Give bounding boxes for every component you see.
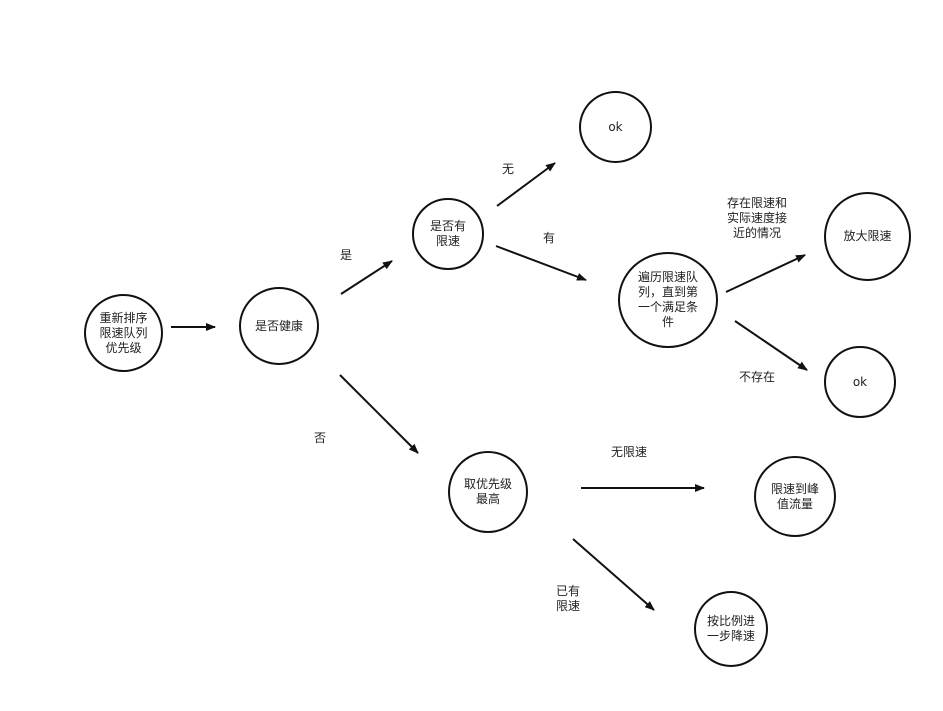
- node-limit-to-peak-text: 限速到峰 值流量: [770, 481, 819, 511]
- arrow-traverse-to-ok: [734, 320, 808, 371]
- edge-label-exists-close: 存在限速和 实际速度接 近的情况: [727, 196, 788, 240]
- arrow-has-limit-to-ok: [496, 162, 556, 207]
- node-ok-top-text: ok: [608, 119, 623, 134]
- arrow-traverse-to-enlarge: [725, 254, 806, 293]
- node-ok-bottom-text: ok: [852, 374, 868, 389]
- edge-label-not-exists: 不存在: [739, 370, 776, 384]
- node-is-healthy: 是否健康: [239, 287, 319, 365]
- edge-label-none: 无: [502, 162, 515, 176]
- node-reorder-priority: 重新排序 限速队列 优先级: [84, 294, 163, 372]
- arrow-has-limit-to-traverse: [495, 245, 587, 281]
- arrow-highest-priority-to-step-down: [572, 538, 655, 611]
- arrow-healthy-to-has-limit: [340, 260, 393, 295]
- node-step-down-text: 按比例进 一步降速: [706, 614, 755, 643]
- edge-label-no: 否: [314, 431, 327, 445]
- edge-label-already-limited: 已有 限速: [556, 584, 581, 613]
- edge-label-has: 有: [543, 231, 556, 245]
- node-reorder-priority-text: 重新排序 限速队列 优先级: [99, 310, 148, 355]
- node-highest-priority-text: 取优先级 最高: [463, 477, 512, 506]
- edge-label-yes: 是: [340, 248, 353, 262]
- node-has-limit-text: 是否有 限速: [429, 219, 466, 248]
- node-limit-to-peak: 限速到峰 值流量: [754, 456, 836, 537]
- node-traverse-queue-text: 遍历限速队 列，直到第 一个满足条 件: [637, 270, 698, 329]
- node-ok-bottom: ok: [824, 346, 896, 418]
- node-step-down: 按比例进 一步降速: [694, 591, 768, 667]
- node-enlarge-limit: 放大限速: [824, 192, 911, 281]
- node-ok-top: ok: [579, 91, 652, 163]
- node-highest-priority: 取优先级 最高: [448, 451, 528, 533]
- node-has-limit: 是否有 限速: [412, 198, 484, 270]
- node-enlarge-limit-text: 放大限速: [843, 229, 892, 243]
- node-is-healthy-text: 是否健康: [254, 318, 303, 333]
- arrow-healthy-to-highest-priority: [339, 374, 419, 454]
- node-traverse-queue: 遍历限速队 列，直到第 一个满足条 件: [618, 252, 718, 348]
- edge-label-no-limit: 无限速: [611, 445, 648, 459]
